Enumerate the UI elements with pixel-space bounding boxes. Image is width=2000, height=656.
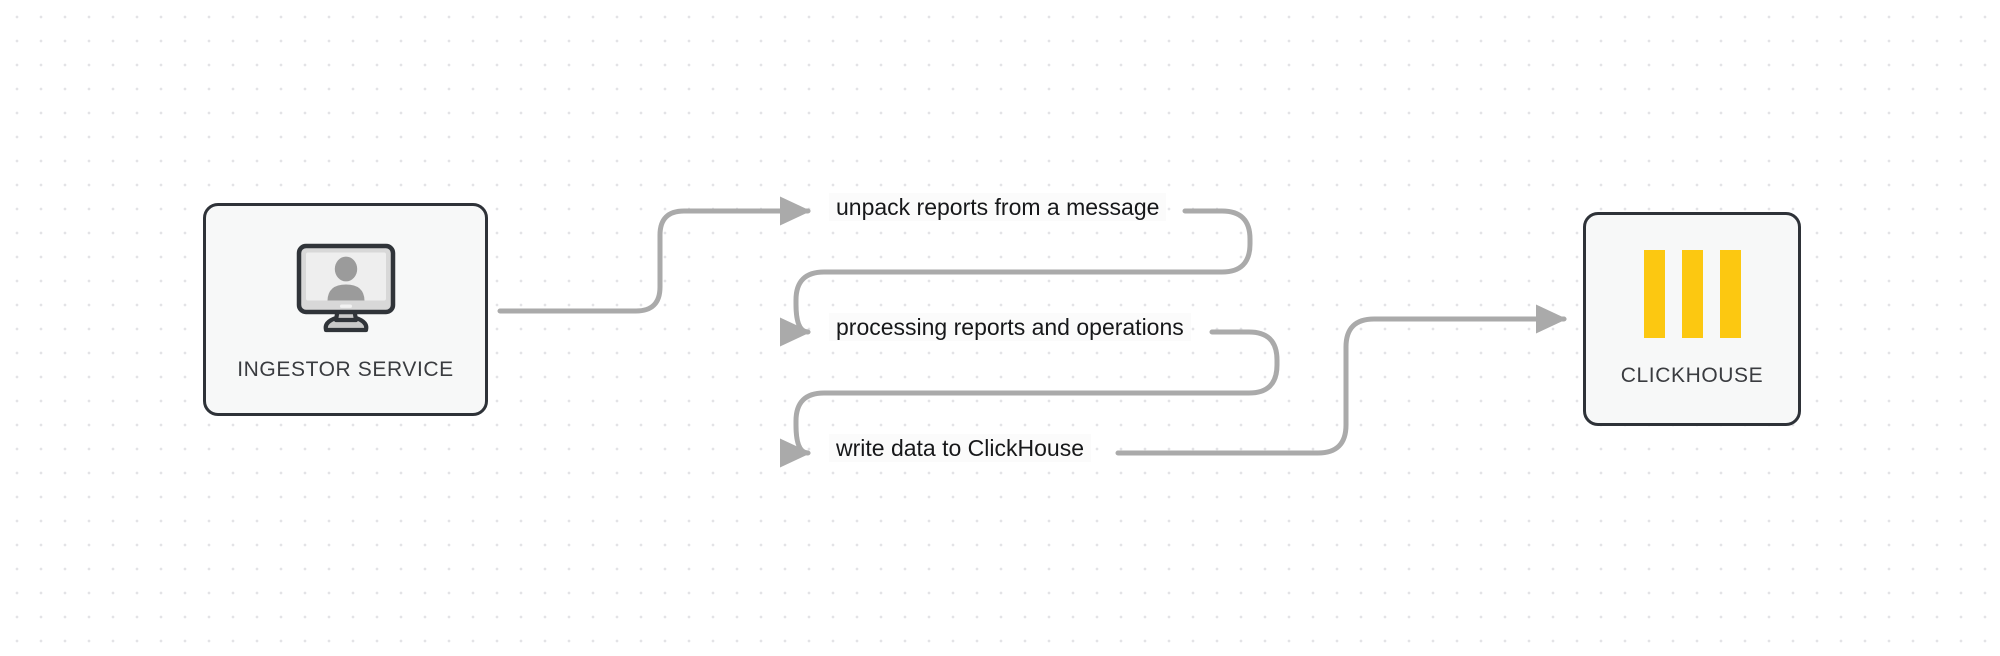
connector-ingestor-to-step1: [497, 196, 812, 314]
node-ingestor-service[interactable]: INGESTOR SERVICE: [203, 203, 488, 416]
node-clickhouse[interactable]: CLICKHOUSE: [1583, 212, 1801, 426]
edge-label-unpack-reports: unpack reports from a message: [829, 193, 1167, 221]
clickhouse-bar-1: [1643, 250, 1665, 338]
edge-label-write-data: write data to ClickHouse: [829, 434, 1091, 462]
node-clickhouse-label: CLICKHOUSE: [1620, 364, 1764, 387]
clickhouse-bar-2: [1681, 250, 1703, 338]
node-ingestor-label: INGESTOR SERVICE: [237, 357, 454, 381]
clickhouse-bars-icon: [1643, 250, 1741, 338]
clickhouse-bar-3: [1719, 250, 1741, 338]
monitor-user-icon: [290, 238, 402, 338]
edge-label-processing-reports: processing reports and operations: [829, 313, 1191, 341]
